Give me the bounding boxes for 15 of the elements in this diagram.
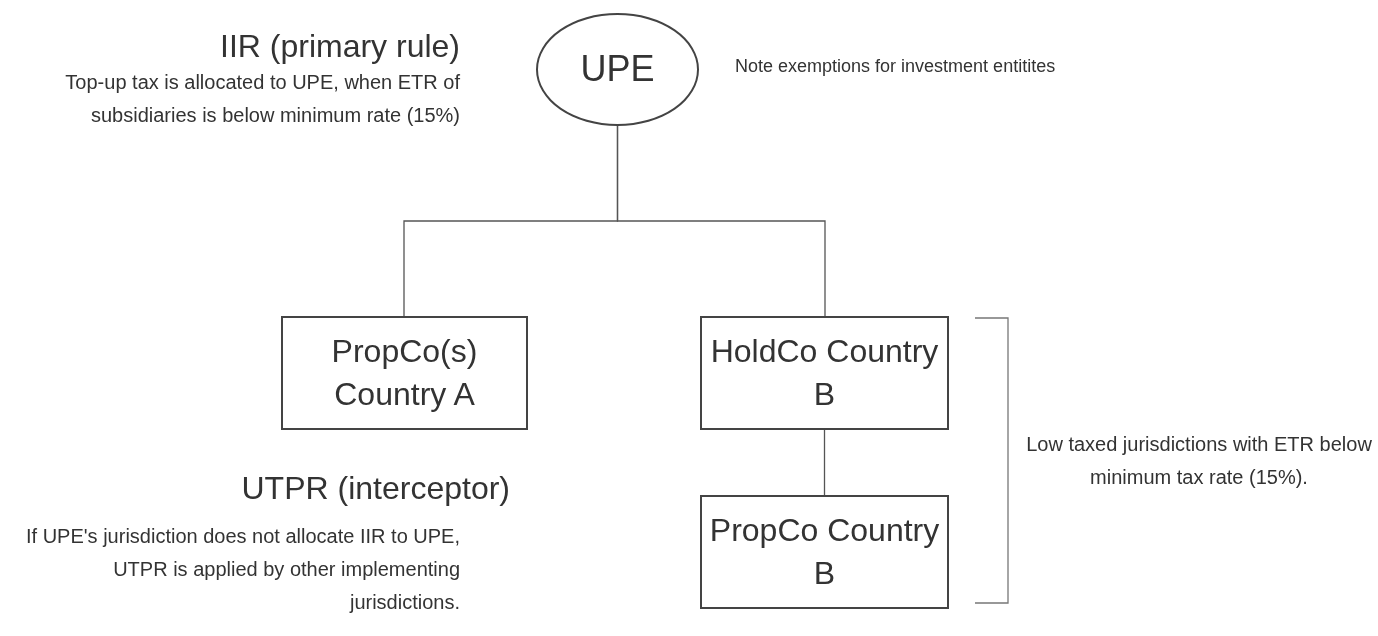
note-text: Top-up tax is allocated to UPE, when ETR of subsidiaries is below minimum rate (15%): [64, 70, 460, 128]
entity-name: PropCo(s) Country A: [330, 331, 479, 414]
note-text: Note exemptions for investment entitites: [735, 55, 1057, 78]
entity-name: HoldCo Country B: [709, 331, 940, 414]
note-text: If UPE's jurisdiction does not allocate IIR to UPE, UTPR is applied by other implementing jurisdictions.: [25, 524, 460, 615]
entity-name: PropCo Country B: [708, 510, 941, 593]
rule-heading: UTPR (interceptor): [240, 469, 510, 508]
entity-box: [700, 495, 949, 609]
note-text: Low taxed jurisdictions with ETR below minimum tax rate (15%).: [1025, 432, 1373, 490]
entity-box: [281, 316, 528, 430]
connector-line: [823, 429, 826, 496]
entity-name: UPE: [580, 47, 655, 92]
entity-box: [700, 316, 949, 430]
rule-heading: IIR (primary rule): [219, 27, 460, 66]
connector-line: [616, 125, 826, 317]
